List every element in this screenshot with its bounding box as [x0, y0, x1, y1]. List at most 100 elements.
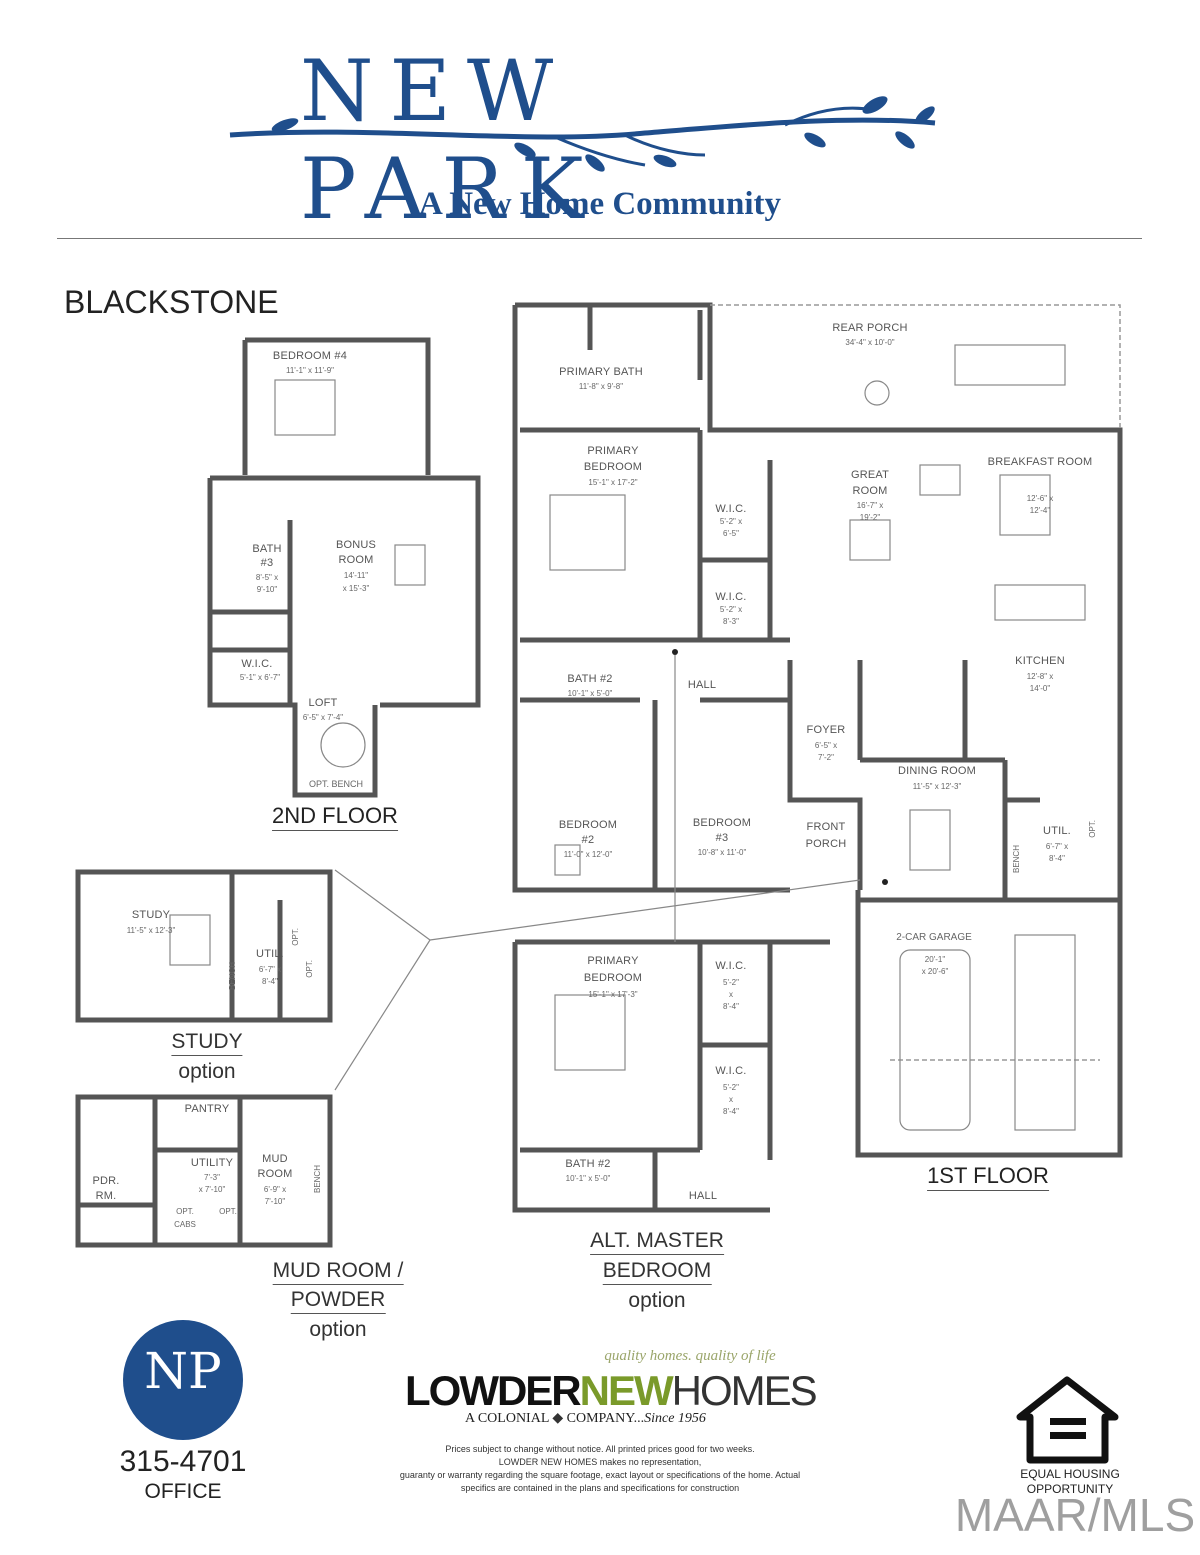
- builder-name-part3: HOMES: [671, 1367, 818, 1414]
- room-name: BATH #2: [565, 1158, 611, 1170]
- room-dims: 7'-10": [264, 1197, 286, 1206]
- room-name: BREAKFAST ROOM: [987, 456, 1093, 468]
- room-name: FRONT: [806, 821, 846, 833]
- room-dims: 10'-1" x 5'-0": [567, 689, 613, 698]
- room-name: #2: [581, 834, 595, 846]
- room-dims: 8'-4": [1049, 854, 1065, 863]
- room-name: BATH: [252, 543, 282, 555]
- equal-housing-text: OPPORTUNITY: [1026, 1482, 1114, 1496]
- bench-label: BENCH: [1012, 845, 1021, 874]
- room-name: #3: [260, 557, 274, 569]
- room-dims: 5'-2": [723, 1083, 739, 1092]
- room-name: PRIMARY BATH: [559, 366, 643, 378]
- room-name: UTILITY: [190, 1157, 234, 1169]
- room-dims: 7'-3": [204, 1173, 220, 1182]
- opt-label: OPT.: [291, 928, 300, 946]
- opt-label: OPT.: [305, 960, 314, 978]
- room-dims: 7'-2": [818, 753, 834, 762]
- room-dims: 15'-1" x 17'-2": [588, 478, 638, 487]
- room-name: BEDROOM: [558, 819, 618, 831]
- room-name: PANTRY: [184, 1103, 230, 1115]
- room-dims: 6'-5" x 7'-4": [302, 713, 344, 722]
- room-name: BEDROOM #4: [272, 350, 348, 362]
- room-dims: 12'-8" x: [1026, 672, 1054, 681]
- room-dims: x: [729, 990, 733, 999]
- opt-label: OPT.: [1088, 820, 1097, 838]
- room-name: BEDROOM: [692, 817, 752, 829]
- room-dims: 8'-4": [262, 977, 278, 986]
- room-dims: 19'-2": [859, 513, 881, 522]
- office-phone: 315-4701: [119, 1445, 247, 1478]
- option-sublabel: option: [309, 1318, 367, 1341]
- room-dims: 11'-0" x 12'-0": [563, 850, 613, 859]
- room-dims: 20'-1": [924, 955, 946, 964]
- room-name: PDR.: [92, 1175, 120, 1187]
- room-dims: 11'-1" x 11'-9": [285, 366, 335, 375]
- room-dims: 5'-2": [723, 978, 739, 987]
- room-name: PRIMARY: [587, 955, 639, 967]
- room-name: CABS: [174, 1220, 196, 1229]
- equal-housing-text: EQUAL HOUSING: [1020, 1467, 1120, 1481]
- room-name: UTIL.: [1043, 825, 1071, 837]
- since-text: Since 1956: [644, 1411, 706, 1426]
- room-name: OPT. BENCH: [308, 779, 364, 789]
- bench-label: BENCH: [313, 1165, 322, 1194]
- room-dims: 14'-0": [1029, 684, 1051, 693]
- room-dims: 14'-11": [343, 571, 369, 580]
- room-name: W.I.C.: [715, 960, 747, 972]
- mls-watermark: MAAR/MLS: [954, 1489, 1196, 1541]
- room-dims: 5'-2" x: [719, 605, 743, 614]
- room-name: LOFT: [308, 697, 338, 709]
- disclaimer-line: guaranty or warranty regarding the squar…: [399, 1470, 801, 1480]
- room-dims: 8'-4": [723, 1107, 739, 1116]
- option-sublabel: option: [178, 1060, 236, 1083]
- header-divider: [57, 238, 1142, 239]
- room-dims: 9'-10": [256, 585, 278, 594]
- room-name: W.I.C.: [241, 658, 273, 670]
- equal-housing-icon: [1016, 1376, 1119, 1464]
- room-name: ROOM: [338, 554, 374, 566]
- floor-label: 2ND FLOOR: [272, 803, 398, 831]
- room-dims: 8'-5" x: [255, 573, 279, 582]
- option-title-line2: BEDROOM: [602, 1259, 712, 1285]
- disclaimer-line: specifics are contained in the plans and…: [460, 1483, 740, 1493]
- bench-label: BENCH: [228, 962, 237, 991]
- room-name: 2-CAR GARAGE: [896, 932, 972, 943]
- room-name: DINING ROOM: [898, 765, 976, 777]
- room-name: OPT.: [219, 1207, 237, 1216]
- community-subtitle: A New Home Community: [418, 186, 782, 222]
- room-dims: 6'-5" x: [814, 741, 838, 750]
- room-dims: 11'-8" x 9'-8": [578, 382, 624, 391]
- room-name: BEDROOM: [583, 972, 643, 984]
- company-line-text: COMPANY...: [566, 1411, 645, 1426]
- branch-logo-icon: [229, 96, 936, 172]
- room-dims: 6'-9" x: [263, 1185, 287, 1194]
- room-dims: 12'-4": [1029, 506, 1051, 515]
- room-name: OPT.: [176, 1207, 194, 1216]
- room-name: STUDY: [131, 909, 171, 921]
- room-dims: 8'-4": [723, 1002, 739, 1011]
- office-label: OFFICE: [144, 1480, 222, 1503]
- room-name: REAR PORCH: [832, 322, 908, 334]
- room-dims: 6'-5": [723, 529, 739, 538]
- community-title: NEW PARK: [300, 42, 600, 238]
- floor-label: 1ST FLOOR: [927, 1163, 1049, 1191]
- room-name: MUD: [262, 1153, 288, 1165]
- room-dims: 5'-2" x: [719, 517, 743, 526]
- np-logo-letters: NP: [144, 1342, 222, 1400]
- room-dims: 5'-1" x 6'-7": [239, 673, 281, 682]
- room-dims: 11'-5" x 12'-3": [912, 782, 962, 791]
- room-name: BATH #2: [567, 673, 613, 685]
- room-name: ROOM: [257, 1168, 293, 1180]
- room-dims: 10'-1" x 5'-0": [565, 1174, 611, 1183]
- room-dims: 11'-5" x 12'-3": [126, 926, 176, 935]
- room-dims: x: [729, 1095, 733, 1104]
- np-logo-icon: NP: [123, 1320, 243, 1440]
- room-name: FOYER: [806, 724, 846, 736]
- builder-company-line: A COLONIAL ◆ COMPANY...Since 1956: [465, 1410, 706, 1427]
- room-dims: x 20'-6": [921, 967, 949, 976]
- disclaimer-line: Prices subject to change without notice.…: [445, 1444, 755, 1454]
- colonial-diamond-icon: ◆: [552, 1411, 564, 1426]
- room-name: GREAT: [850, 469, 890, 481]
